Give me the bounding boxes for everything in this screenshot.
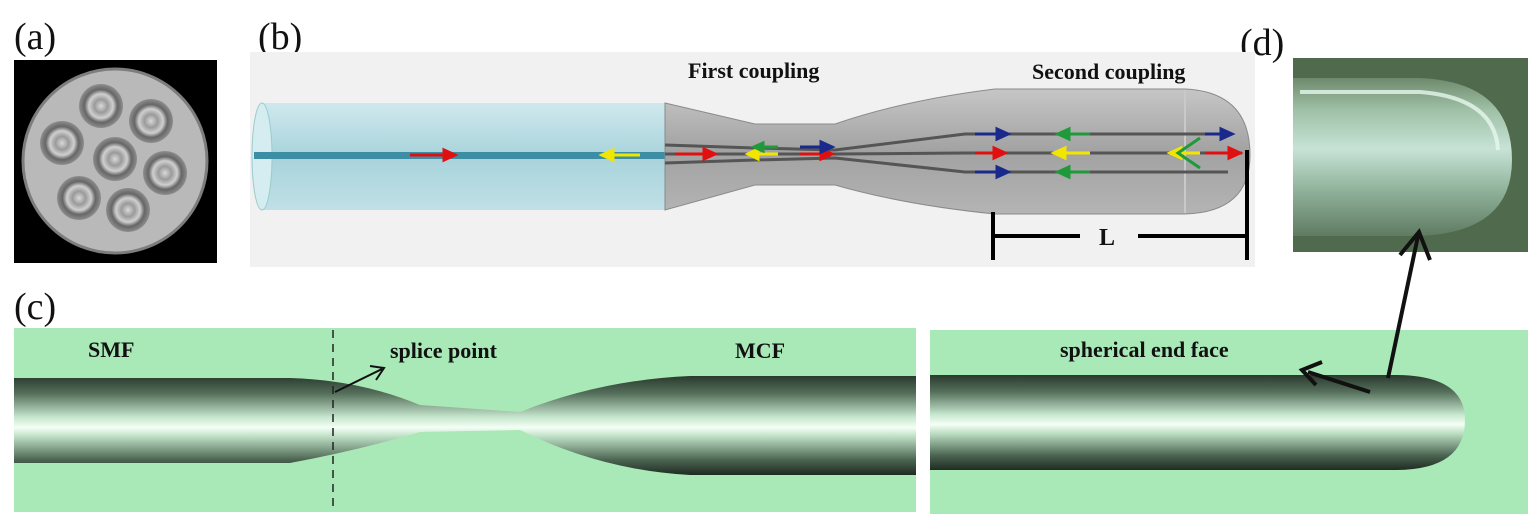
zoom-arrow-head: [1398, 228, 1432, 261]
red-arrow-1-head: [442, 147, 459, 163]
green-arrow-2-head: [1054, 126, 1071, 142]
spherical-end-micro: [1293, 78, 1512, 236]
spherical-end-face-label: spherical end face: [1060, 337, 1229, 362]
end-highlight: [1300, 90, 1500, 151]
panel-d-end-micrograph: [1293, 58, 1528, 252]
end-face-arrow-shaft: [1307, 370, 1371, 394]
splice-point-label: splice point: [390, 338, 498, 363]
core-bottom-left: [57, 176, 101, 220]
blue-arrow-3-head: [995, 164, 1012, 180]
smf-core: [254, 152, 666, 159]
length-label: L: [1099, 225, 1115, 251]
splice-arrow: [334, 365, 386, 393]
cladding-edge: [21, 67, 209, 255]
taper-fiber-micro: [14, 376, 916, 475]
yellow-arrow-2-head: [744, 146, 760, 162]
core-line-upper: [664, 132, 1228, 152]
fiber-cores: [40, 84, 187, 232]
blue-arrow-1-head: [819, 139, 836, 155]
end-fiber-micro: [930, 375, 1465, 470]
blue-arrow-2-head: [995, 126, 1012, 142]
core-line-lower: [664, 156, 1228, 174]
red-arrow-5-head: [1227, 145, 1244, 161]
panel-a-cross-section: [14, 60, 217, 263]
first-coupling-label: First coupling: [688, 58, 819, 83]
green-return-arrow: [1175, 136, 1201, 170]
mcf-taper-body: [664, 88, 1251, 215]
length-dimension: [991, 150, 1249, 260]
light-arrows: [410, 126, 1244, 180]
panel-c-micrographs: SMF splice point MCF spherical end face: [14, 228, 1528, 514]
zoom-arrow: [1386, 228, 1432, 379]
zoom-arrow-shaft: [1386, 235, 1420, 379]
red-arrow-2-head: [702, 146, 719, 162]
green-arrow-3-head: [1054, 164, 1071, 180]
splice-arrow-head: [369, 365, 386, 381]
yellow-arrow-1-head: [598, 147, 615, 163]
core-right: [143, 151, 187, 195]
core-center: [93, 137, 137, 181]
yellow-arrow-3-head: [1050, 145, 1067, 161]
panel-label-b: (b): [258, 16, 303, 58]
blue-arrow-4-head: [1219, 126, 1236, 142]
core-top-left: [79, 84, 123, 128]
panel-label-a: (a): [14, 16, 57, 58]
end-face-arrow: [1298, 360, 1371, 394]
panel-b-schematic: First coupling Second coupling L: [250, 52, 1255, 267]
core-bottom-right: [106, 188, 150, 232]
green-arrow-1-head: [750, 140, 765, 154]
second-coupling-label: Second coupling: [1032, 59, 1185, 84]
mcf-label: MCF: [735, 338, 785, 363]
core-top-right: [129, 99, 173, 143]
end-face-arrow-head: [1298, 360, 1323, 387]
smf-label: SMF: [88, 337, 134, 362]
core-left: [40, 121, 84, 165]
red-arrow-4-head: [992, 145, 1009, 161]
panel-label-c: (c): [14, 286, 57, 328]
splice-arrow-shaft: [334, 368, 383, 393]
